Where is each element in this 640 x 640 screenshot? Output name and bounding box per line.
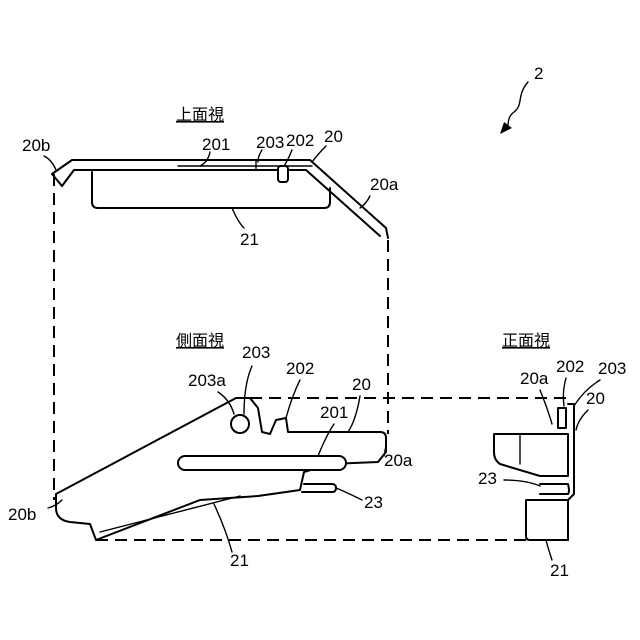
front-label-20: 20 (586, 389, 605, 408)
top-label-201: 201 (202, 135, 230, 154)
top-label-203: 203 (256, 133, 284, 152)
front-view-title: 正面視 (502, 331, 550, 350)
front-label-21: 21 (550, 561, 569, 580)
top-label-20b: 20b (22, 136, 50, 155)
side-label-203a: 203a (188, 371, 226, 390)
top-label-20a: 20a (370, 175, 399, 194)
figure-number-arrow (500, 82, 528, 134)
side-label-202: 202 (286, 359, 314, 378)
side-label-20b: 20b (8, 505, 36, 524)
top-label-21: 21 (240, 230, 259, 249)
front-view-drawing (494, 404, 574, 540)
side-label-203: 203 (242, 343, 270, 362)
side-label-23: 23 (364, 493, 383, 512)
side-label-21: 21 (230, 551, 249, 570)
top-view-drawing (52, 160, 388, 238)
side-label-201: 201 (320, 403, 348, 422)
side-view-title: 側面視 (176, 331, 224, 350)
front-label-202: 202 (556, 357, 584, 376)
top-label-20: 20 (324, 127, 343, 146)
front-label-203: 203 (598, 359, 626, 378)
side-label-20: 20 (352, 375, 371, 394)
top-label-202: 202 (286, 131, 314, 150)
front-label-20a: 20a (520, 369, 549, 388)
top-view-title: 上面視 (176, 105, 224, 124)
figure-number-label: 2 (534, 64, 543, 83)
side-label-20a: 20a (384, 451, 413, 470)
front-label-23: 23 (478, 469, 497, 488)
